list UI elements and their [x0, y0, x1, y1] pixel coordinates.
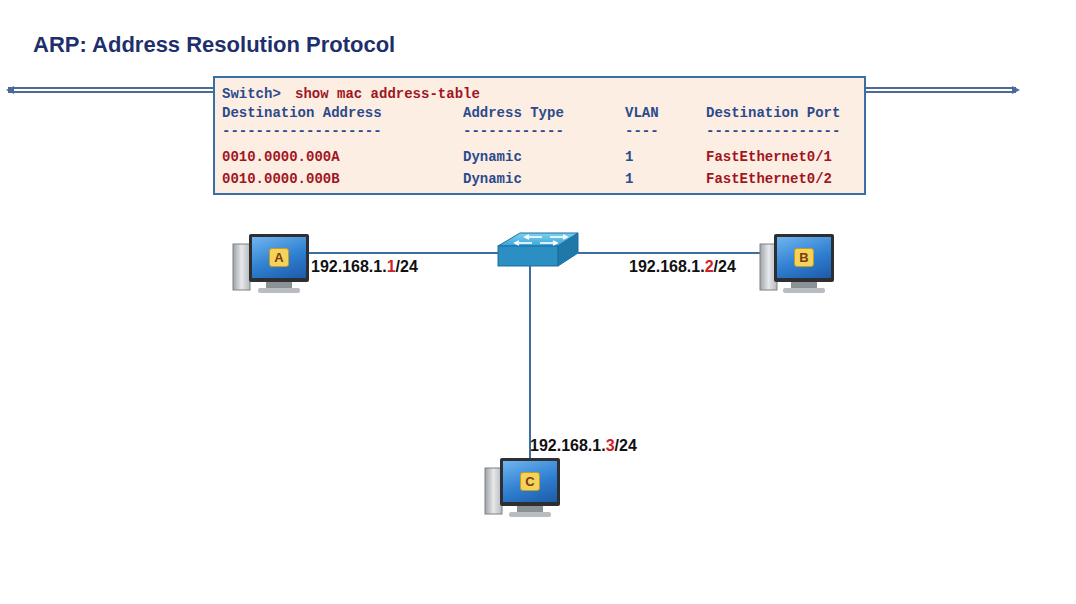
- console-text: ----: [625, 123, 659, 139]
- host-octet: 1: [387, 258, 396, 275]
- console-text: FastEthernet0/1: [706, 149, 832, 165]
- pc-b-icon: [760, 234, 834, 293]
- ip-part: 192.168.1.: [311, 258, 387, 275]
- console-text: Dynamic: [463, 149, 522, 165]
- cables: [309, 253, 762, 458]
- console-text: ------------: [463, 123, 564, 139]
- console-text: 1: [625, 171, 633, 187]
- console-text: show mac address-table: [295, 86, 480, 102]
- console-text: 0010.0000.000B: [222, 171, 340, 187]
- console-text: Switch>: [222, 86, 281, 102]
- console-text: Destination Address: [222, 105, 382, 121]
- console-text: FastEthernet0/2: [706, 171, 832, 187]
- ip-part: 192.168.1.: [629, 258, 705, 275]
- ip-address-a: 192.168.1.1/24: [311, 258, 418, 276]
- console-text: 1: [625, 149, 633, 165]
- ip-part: 192.168.1.: [530, 437, 606, 454]
- title: ARP: Address Resolution Protocol: [33, 32, 395, 58]
- ip-part: /24: [396, 258, 418, 275]
- host-octet: 2: [705, 258, 714, 275]
- pc-screen: A: [252, 237, 306, 278]
- ip-part: /24: [714, 258, 736, 275]
- console-text: VLAN: [625, 105, 659, 121]
- ip-part: /24: [615, 437, 637, 454]
- console-text: Dynamic: [463, 171, 522, 187]
- pc-a-icon: [233, 234, 309, 293]
- ip-address-b: 192.168.1.2/24: [629, 258, 736, 276]
- pc-letter: C: [520, 472, 539, 491]
- host-octet: 3: [606, 437, 615, 454]
- pc-screen: C: [503, 461, 557, 502]
- console-text: Address Type: [463, 105, 564, 121]
- console-box: Switch> show mac address-tableDestination…: [213, 76, 866, 195]
- ip-address-c: 192.168.1.3/24: [530, 437, 637, 455]
- console-text: ----------------: [706, 123, 840, 139]
- switch-icon: [498, 233, 578, 266]
- console-text: 0010.0000.000A: [222, 149, 340, 165]
- pc-letter: B: [794, 248, 813, 267]
- console-text: Destination Port: [706, 105, 840, 121]
- pc-screen: B: [777, 237, 831, 278]
- console-text: -------------------: [222, 123, 382, 139]
- pc-letter: A: [269, 248, 288, 267]
- pc-c-icon: [485, 458, 560, 517]
